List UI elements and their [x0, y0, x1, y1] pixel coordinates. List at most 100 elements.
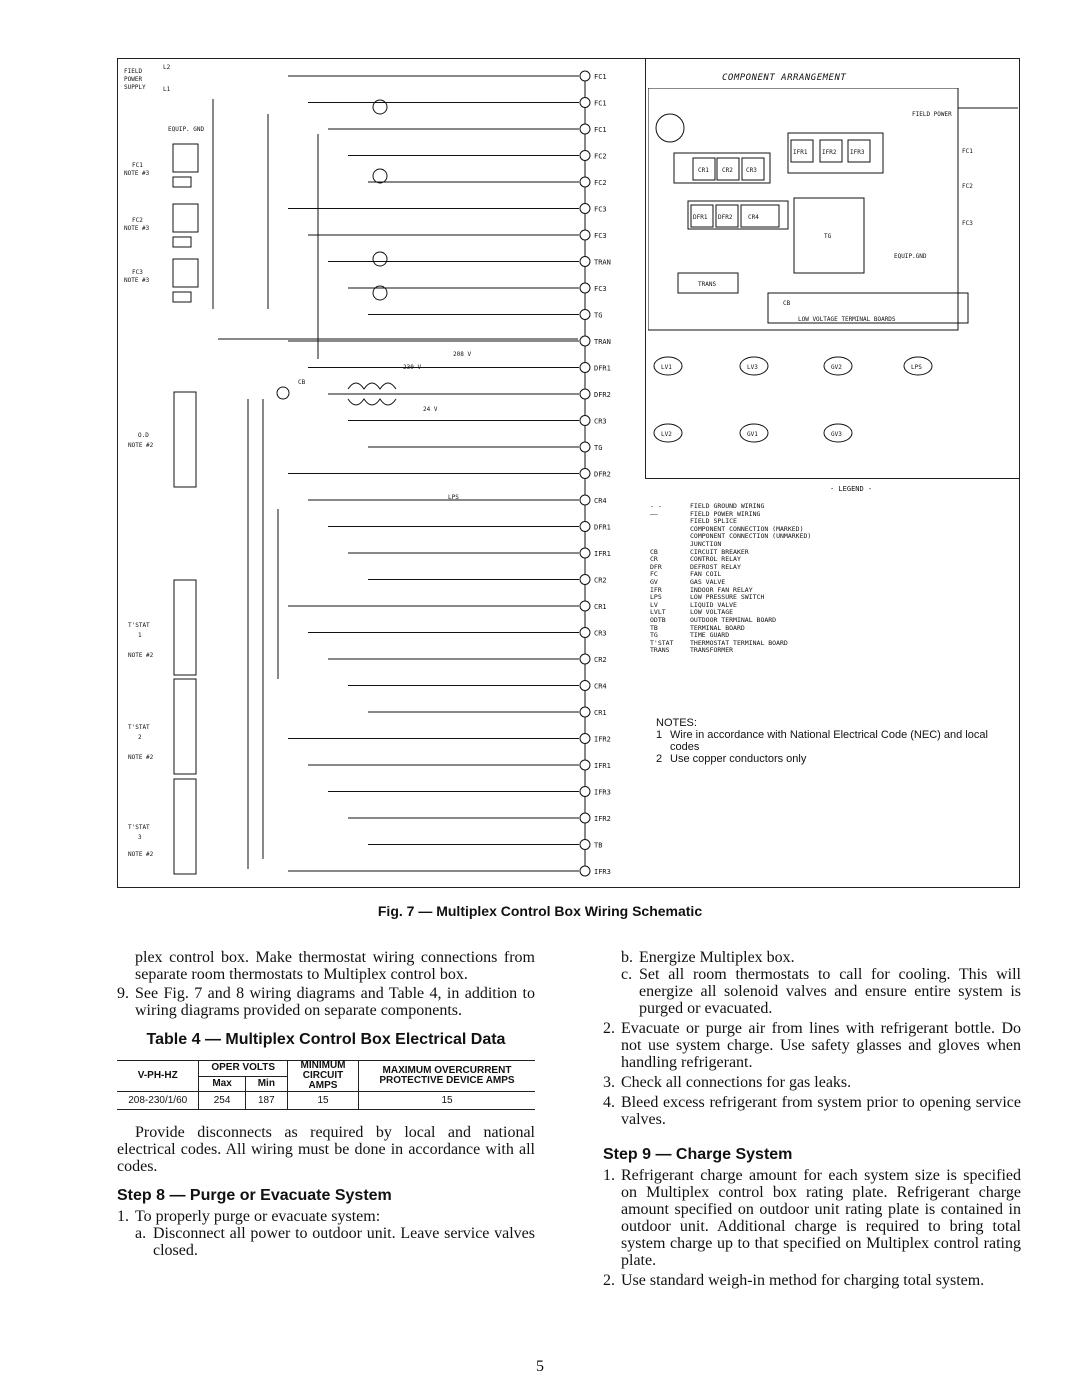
- legend-description: FIELD POWER WIRING: [690, 509, 761, 518]
- svg-text:T'STAT: T'STAT: [128, 622, 150, 629]
- svg-text:NOTE #2: NOTE #2: [128, 851, 154, 858]
- col-header-oper-volts: OPER VOLTS: [198, 1060, 288, 1077]
- legend-symbol: - -: [650, 502, 662, 510]
- terminal-marker: [579, 812, 591, 824]
- sub-list-item: b. Energize Multiplex box.: [621, 949, 795, 966]
- svg-text:DFR1: DFR1: [693, 214, 708, 221]
- terminal-marker: [579, 97, 591, 108]
- legend-description: GAS VALVE: [690, 577, 726, 586]
- terminal-label: IFR3: [594, 789, 611, 797]
- terminal-marker: [579, 839, 591, 850]
- legend-description: THERMOSTAT TERMINAL BOARD: [690, 638, 788, 647]
- legend-row: TB TERMINAL BOARD: [650, 623, 890, 633]
- legend-symbol: DFR: [650, 562, 662, 571]
- svg-text:CR2: CR2: [722, 167, 733, 174]
- terminal-marker: [579, 309, 591, 320]
- terminal-marker: [579, 335, 591, 347]
- terminal-marker: [579, 256, 591, 267]
- legend-description: TERMINAL BOARD: [690, 623, 745, 632]
- terminal-marker: [579, 282, 591, 294]
- svg-text:NOTE #2: NOTE #2: [128, 754, 154, 761]
- svg-text:230 V: 230 V: [403, 364, 421, 371]
- terminal-label: FC3: [594, 232, 607, 240]
- svg-text:L1: L1: [163, 86, 171, 93]
- legend-symbol: LPS: [650, 593, 662, 602]
- terminal-label: FC2: [594, 153, 607, 161]
- component-arrangement-title: COMPONENT ARRANGEMENT: [722, 73, 847, 83]
- terminal-label: FC2: [594, 179, 607, 187]
- terminal-marker: [579, 759, 591, 771]
- svg-text:POWER: POWER: [124, 76, 142, 83]
- legend-description: TIME GUARD: [690, 631, 730, 640]
- svg-text:CB: CB: [783, 300, 791, 307]
- legend-description: LOW VOLTAGE: [690, 608, 734, 617]
- step8-heading: Step 8 — Purge or Evacuate System: [117, 1187, 392, 1204]
- svg-text:TG: TG: [824, 233, 832, 240]
- legend-symbol: [650, 518, 690, 526]
- terminal-label: DFR1: [594, 365, 611, 373]
- svg-text:208 V: 208 V: [453, 351, 471, 358]
- svg-text:CR4: CR4: [748, 214, 759, 221]
- terminal-label: TG: [594, 312, 602, 320]
- sub-list-item: a. Disconnect all power to outdoor unit.…: [135, 1225, 535, 1259]
- legend-symbol: TRANS: [650, 646, 670, 655]
- svg-text:T'STAT: T'STAT: [128, 824, 150, 831]
- terminal-marker: [579, 733, 591, 744]
- legend-description: FAN COIL: [690, 570, 722, 579]
- legend-description: CIRCUIT BREAKER: [690, 547, 749, 556]
- terminal-label: TRAN: [594, 259, 611, 267]
- svg-text:1: 1: [138, 632, 142, 639]
- svg-text:LV2: LV2: [661, 431, 672, 438]
- terminal-marker: [579, 600, 591, 612]
- svg-text:CR1: CR1: [698, 167, 709, 174]
- legend-row: COMPONENT CONNECTION (MARKED): [650, 525, 890, 534]
- figure-notes: NOTES: 1 Wire in accordance with Nationa…: [656, 717, 1016, 765]
- terminal-marker: [579, 786, 591, 797]
- svg-text:DFR2: DFR2: [718, 214, 733, 221]
- legend-symbol: CR: [650, 555, 658, 564]
- terminal-marker: [579, 494, 591, 506]
- legend-description: DEFROST RELAY: [690, 562, 741, 571]
- legend-description: COMPONENT CONNECTION (UNMARKED): [690, 532, 812, 541]
- list-item: 1. To properly purge or evacuate system:: [117, 1208, 381, 1225]
- right-column: b. Energize Multiplex box. c. Set all ro…: [603, 949, 1021, 1289]
- legend-symbol: TB: [650, 623, 658, 632]
- terminal-label: CR2: [594, 656, 607, 664]
- svg-text:GV3: GV3: [831, 431, 842, 438]
- table-title: Table 4 — Multiplex Control Box Electric…: [146, 1031, 506, 1048]
- col-header-min-circuit: MINIMUM CIRCUIT AMPS: [287, 1060, 359, 1092]
- svg-text:NOTE #3: NOTE #3: [124, 225, 150, 232]
- legend-symbol: FC: [650, 570, 658, 579]
- svg-text:SUPPLY: SUPPLY: [124, 84, 146, 91]
- legend-row: FIELD SPLICE: [650, 518, 890, 526]
- legend-symbol: LV: [650, 600, 658, 609]
- legend-row: COMPONENT CONNECTION (UNMARKED): [650, 533, 890, 541]
- terminal-label: IFR2: [594, 736, 611, 744]
- note-item: 2 Use copper conductors only: [656, 753, 807, 765]
- legend-row: JUNCTION: [650, 540, 890, 549]
- legend-symbol: [650, 533, 690, 541]
- legend-description: TRANSFORMER: [690, 646, 734, 655]
- terminal-label: DFR1: [594, 524, 611, 532]
- list-item: 4. Bleed excess refrigerant from system …: [603, 1094, 1021, 1128]
- terminal-label: FC1: [594, 126, 607, 134]
- legend-row: DFR DEFROST RELAY: [650, 562, 890, 572]
- terminal-marker: [579, 653, 591, 665]
- legend-row: TRANS TRANSFORMER: [650, 647, 890, 655]
- svg-text:EQUIP.GND: EQUIP.GND: [894, 253, 927, 260]
- terminal-label: FC3: [594, 206, 607, 214]
- legend-description: FIELD SPLICE: [690, 517, 737, 526]
- legend-description: OUTDOOR TERMINAL BOARD: [690, 615, 777, 624]
- terminal-marker: [579, 176, 591, 188]
- col-header-vphz: V-PH-HZ: [117, 1060, 200, 1092]
- terminal-label: TB: [594, 842, 602, 850]
- svg-text:3: 3: [138, 834, 142, 841]
- svg-text:O.D: O.D: [138, 432, 149, 439]
- paragraph: Provide disconnects as required by local…: [117, 1124, 535, 1175]
- svg-text:LPS: LPS: [448, 494, 459, 501]
- figure-caption: Fig. 7 — Multiplex Control Box Wiring Sc…: [377, 903, 703, 919]
- paragraph: plex control box. Make thermostat wiring…: [135, 949, 535, 983]
